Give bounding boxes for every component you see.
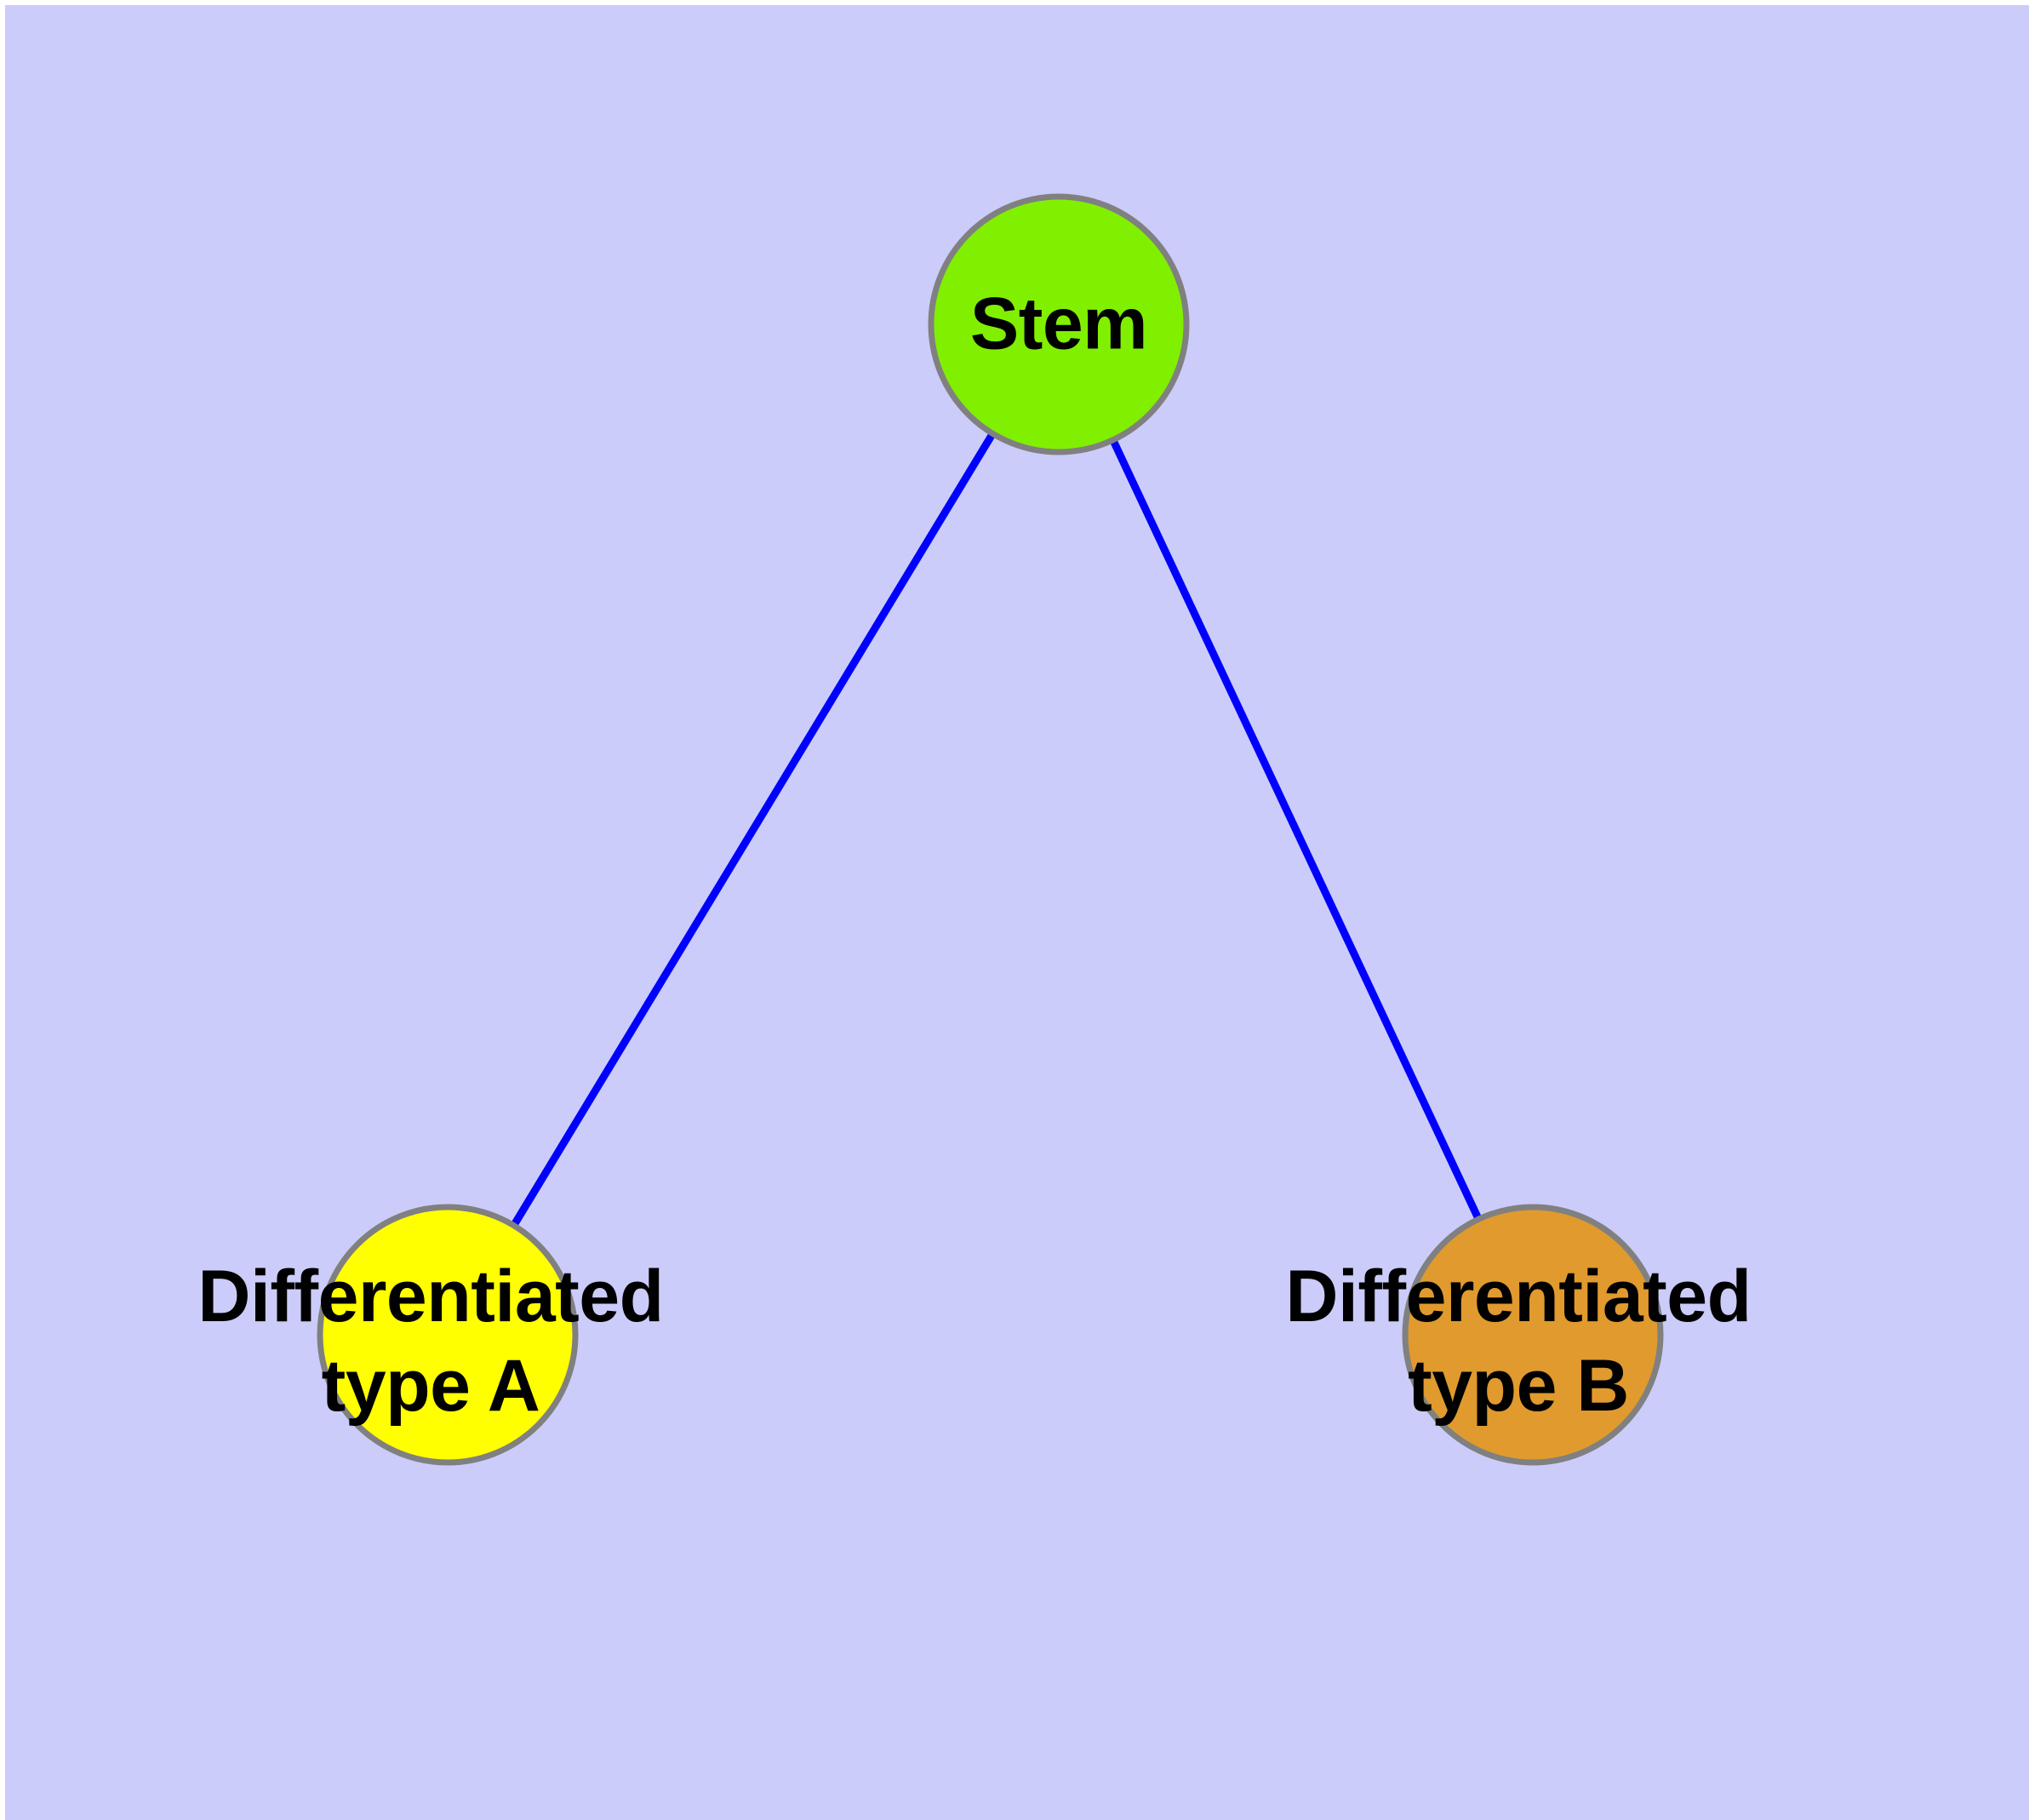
edge-stem-to-diff-a[interactable] [444,322,1062,1337]
node-stem[interactable] [928,193,1190,455]
node-layer [317,193,1664,1466]
node-differentiated-type-b[interactable] [1402,1204,1664,1466]
edge-layer [444,322,1537,1337]
node-differentiated-type-a[interactable] [317,1204,579,1466]
edge-stem-to-diff-b[interactable] [1055,323,1537,1336]
graph-svg [317,193,1664,1466]
